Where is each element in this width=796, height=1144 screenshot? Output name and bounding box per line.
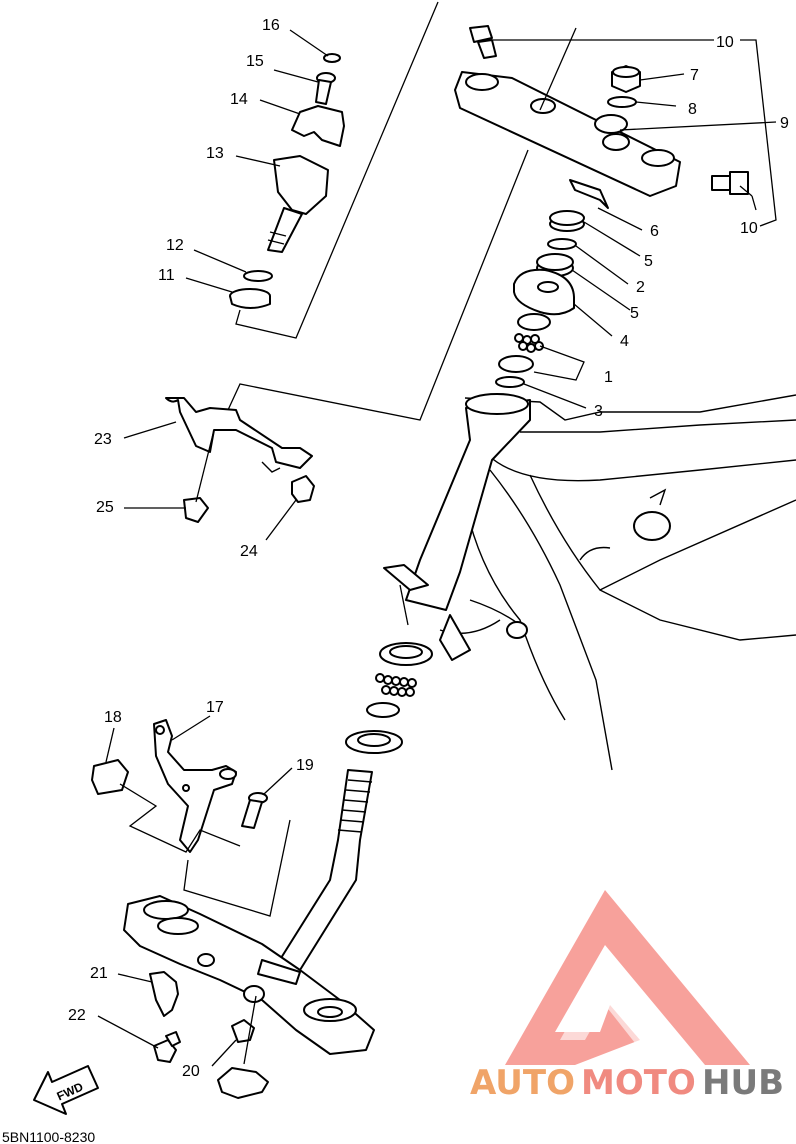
bolt-22 [153, 1031, 181, 1063]
callout-10-side: 10 [740, 220, 758, 237]
callout-10-top: 10 [716, 34, 734, 51]
automotohub-logo [505, 890, 750, 1065]
callout-1: 1 [604, 369, 613, 386]
frame [383, 393, 796, 771]
lower-holder-13 [267, 155, 329, 253]
callout-2: 2 [636, 279, 645, 296]
bolt-15 [315, 72, 336, 105]
washer-2 [547, 238, 577, 250]
callout-15: 15 [246, 53, 264, 70]
callout-14: 14 [230, 91, 248, 108]
callout-25: 25 [96, 499, 114, 516]
callout-11: 11 [158, 267, 175, 284]
callout-3: 3 [594, 403, 603, 420]
callout-7: 7 [690, 67, 699, 84]
upper-bracket [454, 71, 681, 197]
callout-13: 13 [206, 145, 224, 162]
ring-nut-5-lower [536, 253, 574, 277]
cover-4 [513, 268, 576, 316]
watermark-hub: HUB [702, 1063, 784, 1103]
callout-23: 23 [94, 431, 112, 448]
cable-guide-23 [165, 397, 313, 473]
bolt-10-top [469, 25, 497, 59]
nut-7 [611, 65, 641, 93]
guide-21 [149, 971, 179, 1017]
washer-12 [243, 270, 273, 282]
bolt-19 [241, 792, 268, 829]
washer-6 [569, 179, 609, 209]
damper-11 [229, 288, 271, 309]
diagram-code: 5BN1100-8230 [2, 1129, 95, 1144]
steering-stem [275, 769, 373, 971]
bearing-balls-1 [514, 333, 544, 353]
fwd-arrow-icon: FWD [33, 1065, 99, 1115]
seal-3 [495, 376, 525, 388]
clip-24 [291, 475, 315, 503]
callout-20: 20 [182, 1063, 200, 1080]
callout-24: 24 [240, 543, 258, 560]
locknut-5-upper [549, 210, 585, 232]
callout-5-upper: 5 [644, 253, 653, 270]
bolt-10-side [711, 171, 749, 195]
bearing-race-upper [517, 313, 551, 331]
upper-holder-14 [291, 105, 345, 147]
callout-numbers: 10 7 8 9 10 6 5 2 5 4 1 3 16 15 14 13 12… [68, 17, 789, 1080]
leader-lines [97, 29, 777, 1067]
callout-16: 16 [262, 17, 280, 34]
callout-12: 12 [166, 237, 184, 254]
callout-4: 4 [620, 333, 629, 350]
bearing-race-lower [498, 355, 534, 373]
bushing-20 [217, 1067, 269, 1099]
callout-17: 17 [206, 699, 224, 716]
under-bracket [123, 895, 375, 1055]
callout-9: 9 [780, 115, 789, 132]
callout-5-lower: 5 [630, 305, 639, 322]
grouping-lines [119, 1, 577, 1065]
callout-22: 22 [68, 1007, 86, 1024]
bracket-17 [153, 719, 237, 853]
callout-6: 6 [650, 223, 659, 240]
watermark-moto: MOTO [581, 1063, 696, 1103]
damper-18 [91, 759, 129, 795]
washer-8 [607, 96, 637, 108]
callout-19: 19 [296, 757, 314, 774]
callout-18: 18 [104, 709, 122, 726]
callout-21: 21 [90, 965, 108, 982]
watermark-auto: AUTO [470, 1063, 575, 1103]
lower-bearing-set [345, 642, 433, 754]
callout-8: 8 [688, 101, 697, 118]
